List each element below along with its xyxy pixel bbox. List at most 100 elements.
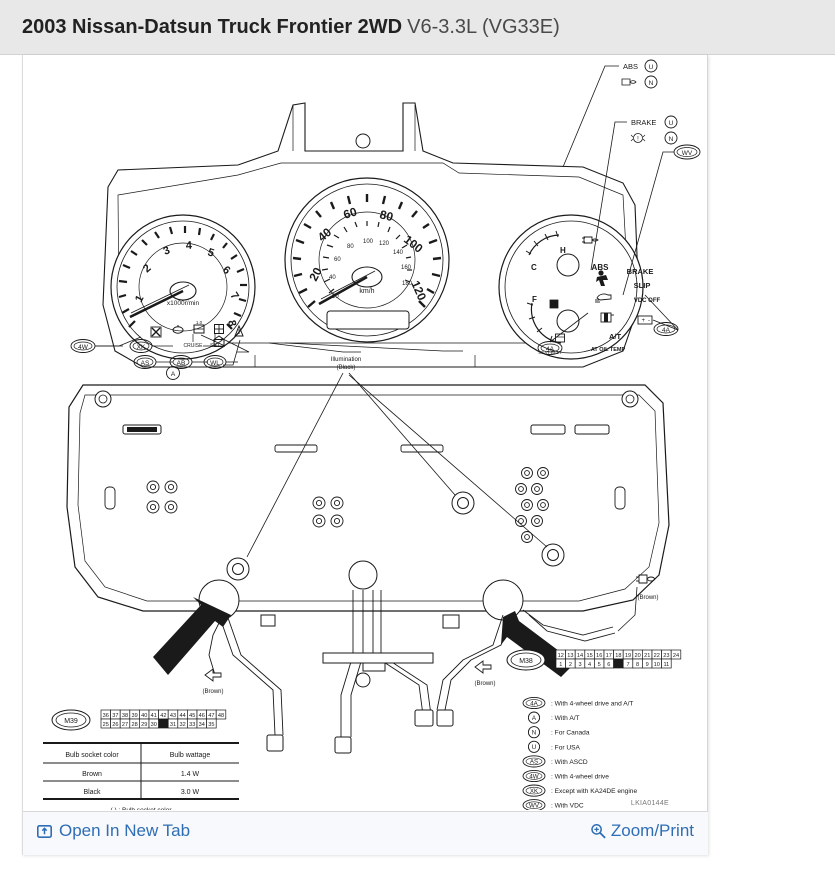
open-in-new-tab-button[interactable]: Open In New Tab [37,821,190,841]
brown-lead-markers: (Brown) (Brown) (Brown) [202,574,659,695]
legend-text: : Except with KA24DE engine [551,788,637,795]
m38-pin-bottom-number: 9 [646,662,649,668]
bulb-table-footnote: ( ) : Bulb socket color [110,807,172,810]
indicator-label-vdc-off: VDC OFF [634,298,661,304]
bulb-table-header-0: Bulb socket color [65,752,119,759]
svg-text:100: 100 [363,239,374,245]
m39-pin-bottom-number: 31 [170,722,176,728]
mark-n-2: N [669,136,674,143]
m39-pin-top-number: 41 [151,713,157,719]
legend-code-badge [522,799,546,810]
vehicle-model: 2003 Nissan-Datsun Truck Frontier 2WD [22,16,403,38]
connector-m38-name: M38 [519,658,533,665]
m38-pin-top-number: 18 [615,653,621,659]
tach-unit-label: x1000r/min [167,300,200,307]
svg-text:!: ! [637,136,639,142]
diagram-toolbar: Open In New Tab Zoom/Print [23,811,708,855]
m38-pin-bottom-number: 5 [598,662,601,668]
indicator-label-slip: SLIP [634,281,651,290]
svg-text:160: 160 [401,265,412,271]
tachometer-gauge: 1 2 3 4 5 6 7 8 x1000r/min [110,214,256,360]
mark-n-1: N [649,80,654,87]
bulb-table: Bulb socket color Bulb wattage Brown 1.4… [43,742,239,810]
m39-pin-bottom-cell [158,718,169,729]
m39-pin-bottom-number: 25 [103,722,109,728]
legend-text: : With VDC [551,803,584,810]
svg-text:140: 140 [393,250,404,256]
callout-as: AS [141,360,150,367]
svg-text:40: 40 [329,275,336,281]
brown-label-lamp: (Brown) [637,595,658,601]
m39-pin-top-number: 46 [199,713,205,719]
svg-text:60: 60 [342,204,359,222]
legend-code: A [532,715,537,722]
m39-pin-top-number: 45 [189,713,195,719]
legend-code-badge-inner [525,699,543,707]
callout-4w: 4W [78,344,89,351]
svg-text:+: + [642,318,646,324]
mark-u-1: U [649,64,654,71]
m38-pin-top-number: 24 [673,653,679,659]
zoom-print-button[interactable]: Zoom/Print [590,821,694,841]
top-callout-group: ABS U N BRAKE U N [537,59,701,355]
speedometer-gauge: 20 40 60 80 100 120 MPH [284,177,450,343]
m38-pin-top-number: 17 [606,653,612,659]
m38-pin-bottom-number: 6 [607,662,610,668]
svg-text:80: 80 [347,244,354,250]
illumination-note-line2: (Black) [337,365,356,371]
callout-4a-bottom: 4A [546,346,555,353]
tach-indicator-label-cruise: CRUISE [184,343,204,349]
m38-pin-top-cell [670,649,682,660]
legend-code-badge-inner [525,786,543,795]
legend-code: U [532,744,536,751]
m39-pin-bottom-number: 30 [151,722,157,728]
brown-label-right: (Brown) [474,681,495,687]
legend-text: : For Canada [551,730,590,737]
svg-text:7: 7 [227,290,240,302]
svg-text:120: 120 [379,241,390,247]
m38-pin-top-number: 22 [654,653,660,659]
m38-pin-bottom-number: 8 [636,662,639,668]
legend-code-badge [527,740,541,753]
m39-pin-top-cell [215,709,227,720]
svg-text:5: 5 [206,246,216,259]
svg-text:1.0: 1.0 [196,320,203,325]
legend-code-badge [527,711,541,724]
external-link-icon [37,824,52,839]
m39-pin-bottom-number: 33 [189,722,195,728]
m38-pin-top-number: 12 [558,653,564,659]
legend-code-badge [522,784,546,797]
vehicle-engine: V6-3.3L (VG33E) [407,16,560,38]
bulb-table-header-1: Bulb wattage [170,752,211,759]
m38-pin-top-number: 14 [577,653,583,659]
m38-pin-top-number: 16 [596,653,602,659]
svg-text:60: 60 [334,257,341,263]
m39-pin-top-number: 40 [141,713,147,719]
top-callout-label-wv: WV [682,150,693,157]
svg-text:3: 3 [162,244,172,257]
svg-text:F: F [532,295,537,304]
warning-indicator-symbols: ABS BRAKE SLIP VDC OFF [582,236,661,353]
m39-pin-top-number: 37 [112,713,118,719]
diagram-viewport[interactable]: 1 2 3 4 5 6 7 8 x1000r/min [23,55,708,810]
m39-pin-top-number: 43 [170,713,176,719]
connector-m39-name: M39 [64,718,78,725]
svg-text:8: 8 [225,319,238,327]
callout-ab: AB [177,360,186,367]
legend-code: 4A [530,700,538,707]
bulb-table-cell-0-0: Brown [82,771,102,778]
callout-xk: XK [137,344,146,351]
m38-pin-top-number: 15 [586,653,592,659]
svg-text:20: 20 [306,265,325,284]
m38-pin-top-number: 21 [644,653,650,659]
legend-code-badge [527,726,541,739]
callout-4a-right: 4A [662,327,671,334]
m39-pin-top-number: 36 [103,713,109,719]
svg-text:1: 1 [133,293,146,304]
svg-text:C: C [531,263,537,272]
magnifier-plus-icon [590,823,606,839]
m39-pin-top-number: 48 [218,713,224,719]
